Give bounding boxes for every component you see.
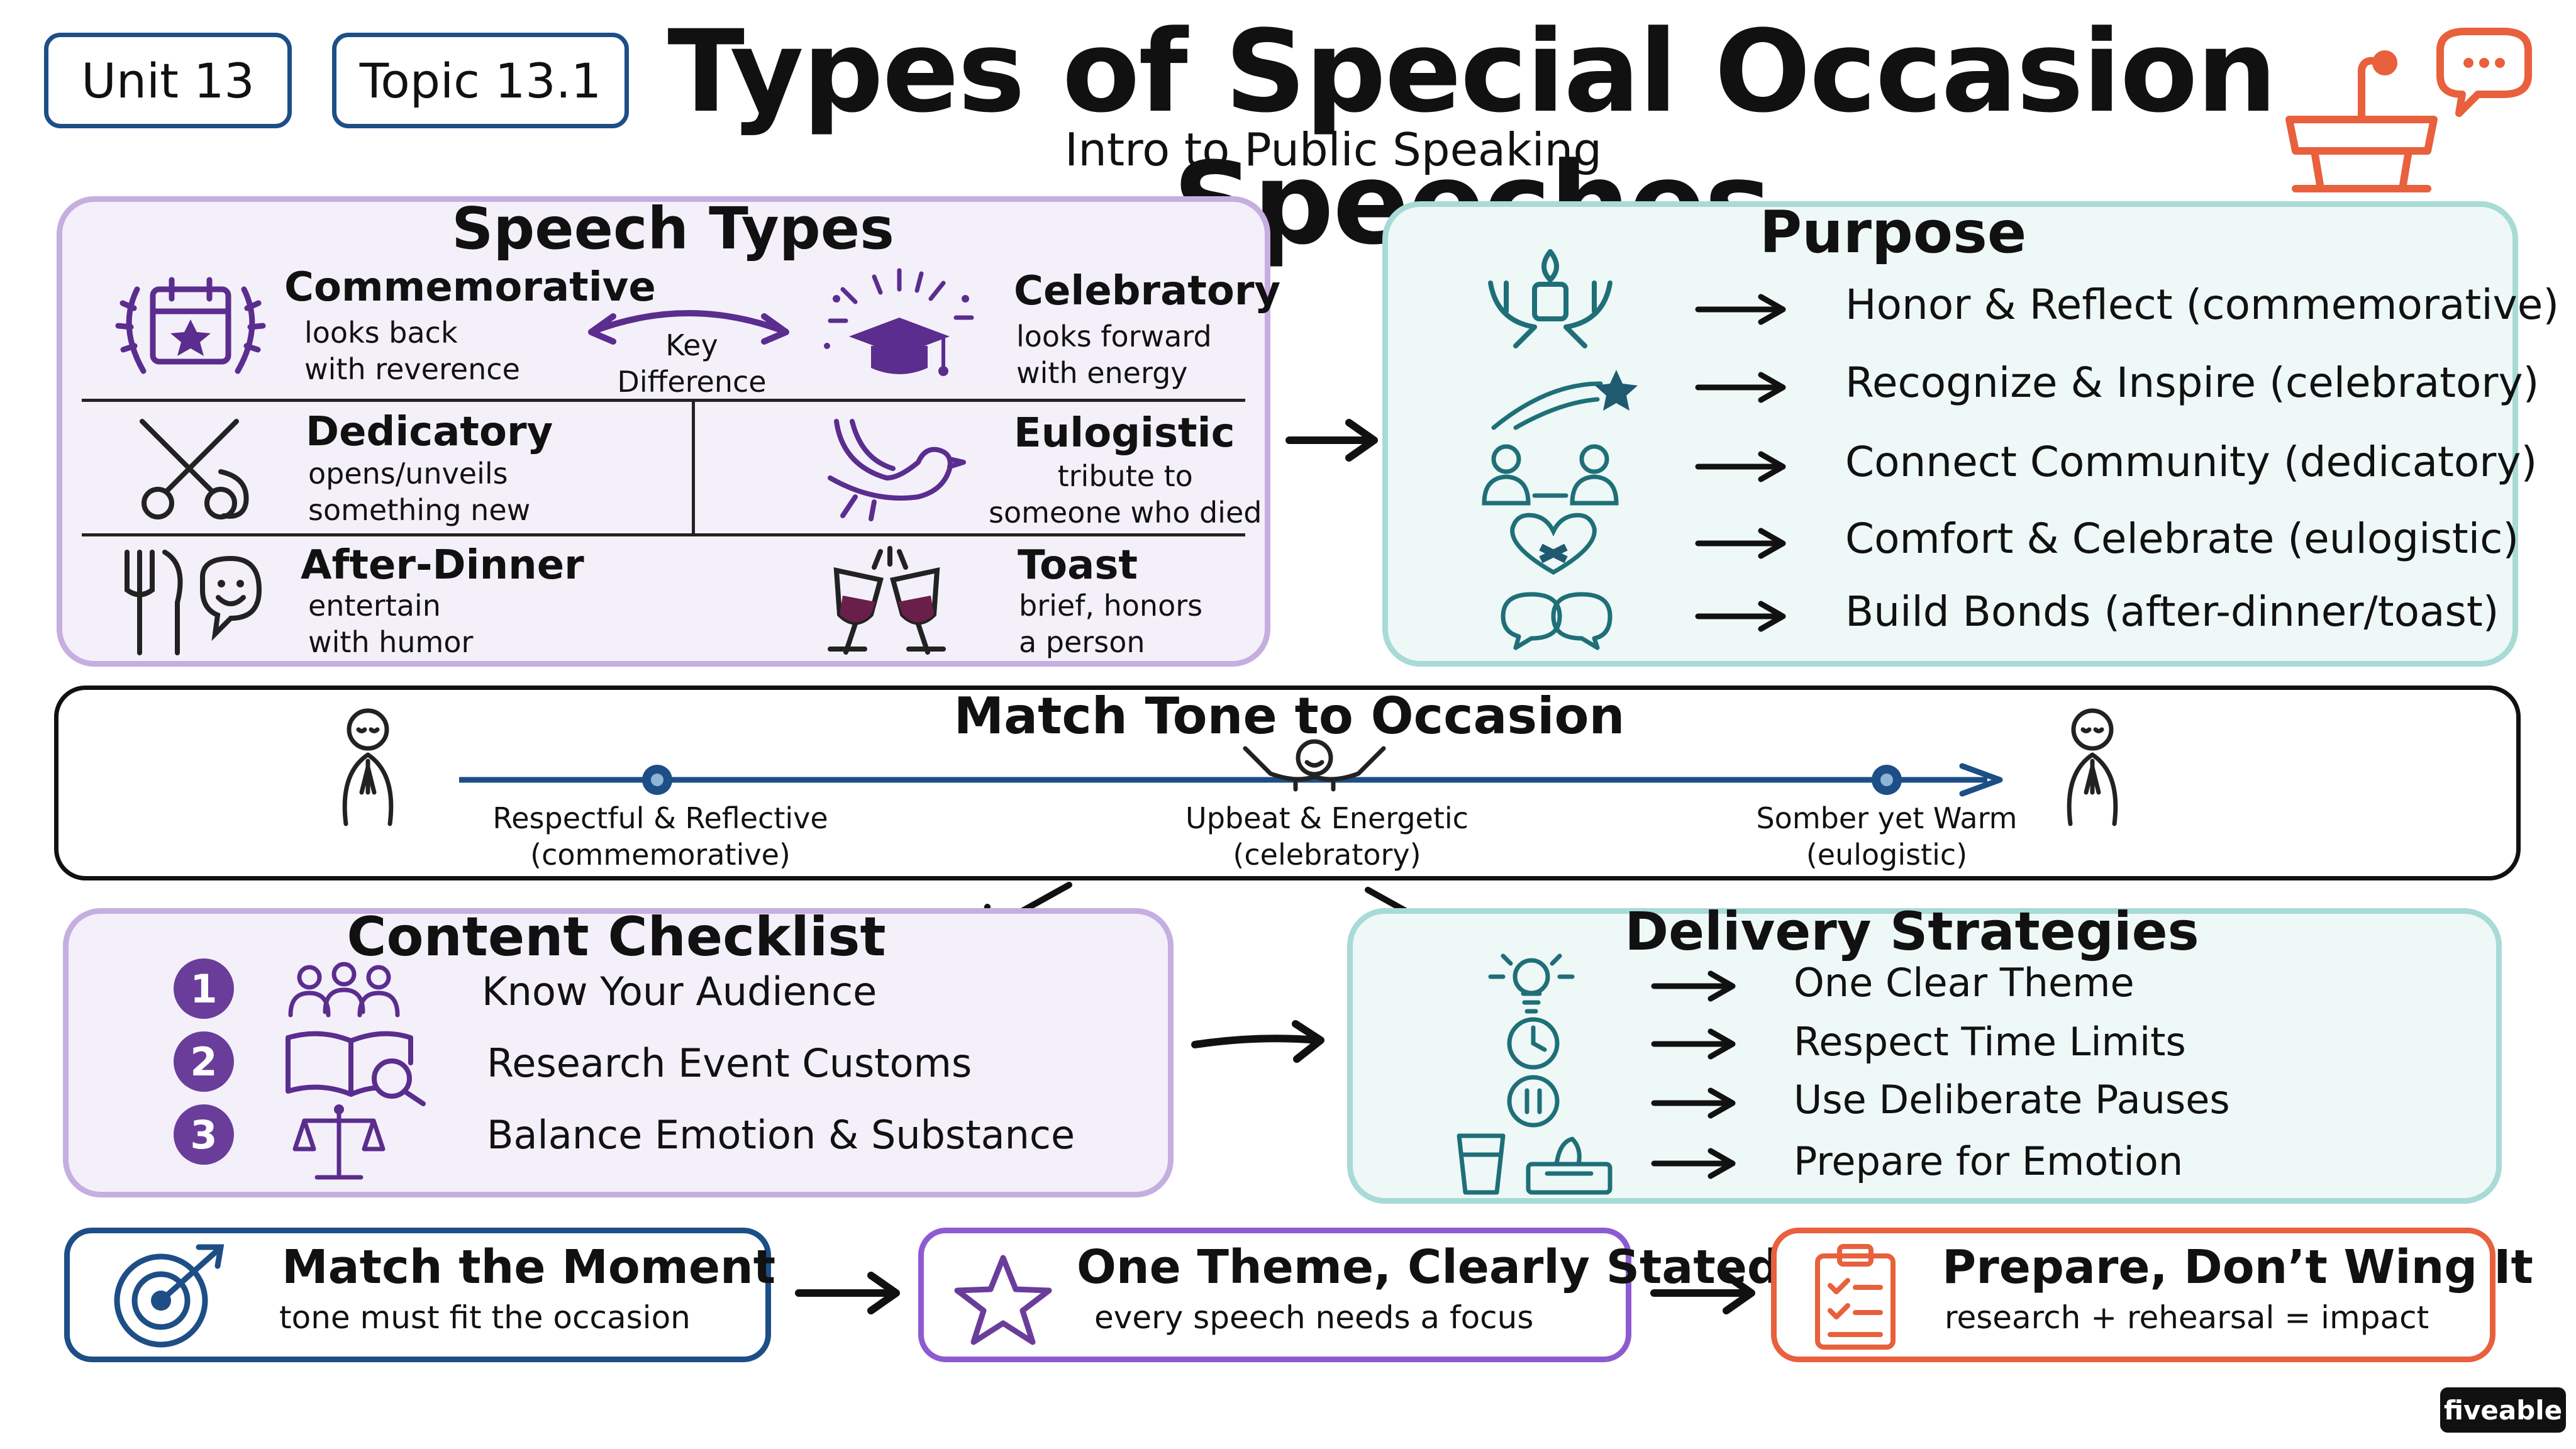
- calendar-laurel-icon: [115, 277, 266, 374]
- arrow-right-icon: [1695, 294, 1786, 325]
- type-desc-commemorative: looks back with reverence: [304, 316, 520, 386]
- checklist-panel: [63, 908, 1174, 1197]
- arrow-right-icon: [1695, 528, 1786, 559]
- arrow-right-icon: [795, 1272, 900, 1314]
- purpose-item: Connect Community (dedicatory): [1845, 438, 2538, 486]
- delivery-item: One Clear Theme: [1794, 960, 2135, 1006]
- unit-label: Unit 13: [81, 52, 255, 109]
- tone-point-label: Respectful & Reflective (commemorative): [492, 801, 828, 872]
- topic-label: Topic 13.1: [359, 52, 602, 109]
- takeaway-title: One Theme, Clearly Stated: [1077, 1240, 1780, 1294]
- speech-types-title: Speech Types: [452, 195, 894, 262]
- tone-point-label: Upbeat & Energetic (celebratory): [1185, 801, 1468, 872]
- checklist-title: Content Checklist: [347, 906, 886, 969]
- heart-bandage-icon: [1510, 513, 1597, 575]
- checklist-item: Balance Emotion & Substance: [487, 1112, 1075, 1158]
- arrow-right-icon: [1695, 601, 1786, 632]
- arrow-right-icon: [1191, 1020, 1324, 1063]
- tone-title: Match Tone to Occasion: [953, 687, 1625, 745]
- type-name-after-dinner: After-Dinner: [301, 542, 584, 589]
- dove-icon: [828, 419, 966, 521]
- grid-divider-v: [692, 401, 695, 535]
- type-desc-after-dinner: entertain with humor: [308, 589, 474, 659]
- praying-person-icon: [2067, 708, 2118, 826]
- fork-smiley-icon: [125, 550, 262, 655]
- water-tissues-icon: [1457, 1133, 1613, 1195]
- community-people-icon: [1482, 444, 1619, 506]
- delivery-item: Prepare for Emotion: [1794, 1138, 2184, 1184]
- takeaway-sub: research + rehearsal = impact: [1945, 1299, 2429, 1336]
- type-desc-eulogistic: tribute to someone who died: [989, 459, 1262, 530]
- takeaway-sub: every speech needs a focus: [1094, 1299, 1534, 1336]
- checklist-item: Know Your Audience: [482, 969, 877, 1014]
- takeaway-card-theme: [918, 1228, 1631, 1362]
- target-icon: [114, 1244, 225, 1348]
- delivery-title: Delivery Strategies: [1624, 901, 2199, 962]
- step-badge: 3: [174, 1104, 234, 1165]
- arrow-right-icon: [1651, 1028, 1736, 1060]
- clock-icon: [1507, 1017, 1560, 1070]
- candle-hands-icon: [1488, 249, 1613, 348]
- type-name-commemorative: Commemorative: [284, 264, 656, 311]
- arrow-right-icon: [1285, 419, 1378, 462]
- wine-glasses-icon: [828, 546, 946, 655]
- takeaway-title: Match the Moment: [282, 1240, 776, 1294]
- takeaway-card-match: [64, 1228, 771, 1362]
- type-desc-celebratory: looks forward with energy: [1016, 319, 1212, 390]
- type-name-dedicatory: Dedicatory: [306, 409, 553, 455]
- purpose-panel: [1382, 201, 2518, 667]
- purpose-item: Comfort & Celebrate (eulogistic): [1845, 514, 2519, 563]
- delivery-item: Respect Time Limits: [1794, 1019, 2186, 1065]
- pause-icon: [1507, 1075, 1560, 1128]
- type-name-celebratory: Celebratory: [1014, 268, 1281, 314]
- tone-point-label: Somber yet Warm (eulogistic): [1756, 801, 2018, 872]
- type-name-toast: Toast: [1018, 542, 1138, 589]
- delivery-panel: [1347, 908, 2502, 1204]
- podium-icon: [2285, 28, 2532, 192]
- star-icon: [954, 1255, 1052, 1345]
- brand-name: fiveable: [2443, 1394, 2563, 1426]
- tone-scale: [459, 739, 2003, 797]
- purpose-item: Build Bonds (after-dinner/toast): [1845, 587, 2499, 636]
- arrow-right-icon: [1695, 451, 1786, 482]
- scissors-ribbon-icon: [140, 419, 249, 519]
- key-difference-label: Key Difference: [617, 328, 767, 399]
- graduation-cap-icon: [824, 268, 974, 376]
- arrow-right-icon: [1651, 1087, 1736, 1119]
- double-arrow-icon: [588, 310, 789, 345]
- purpose-item: Recognize & Inspire (celebratory): [1845, 358, 2540, 407]
- audience-icon: [288, 962, 400, 1018]
- arrow-right-icon: [1695, 372, 1786, 403]
- grid-divider-h2: [82, 533, 1245, 536]
- checklist-item: Research Event Customs: [487, 1040, 972, 1086]
- grid-divider-h1: [82, 399, 1245, 402]
- praying-person-icon: [342, 708, 394, 826]
- delivery-item: Use Deliberate Pauses: [1794, 1077, 2230, 1123]
- type-desc-dedicatory: opens/unveils something new: [308, 457, 531, 527]
- purpose-title: Purpose: [1759, 199, 2027, 266]
- takeaway-title: Prepare, Don’t Wing It: [1942, 1240, 2533, 1294]
- page-title: Types of Special Occasion Speeches: [667, 6, 2277, 270]
- type-name-eulogistic: Eulogistic: [1014, 410, 1235, 457]
- book-magnifier-icon: [286, 1031, 426, 1106]
- step-badge: 1: [174, 958, 234, 1019]
- purpose-item: Honor & Reflect (commemorative): [1845, 280, 2560, 329]
- topic-tag: Topic 13.1: [332, 33, 629, 128]
- shooting-star-icon: [1491, 370, 1638, 430]
- arrow-right-icon: [1651, 1148, 1736, 1179]
- type-desc-toast: brief, honors a person: [1019, 589, 1203, 659]
- clipboard-icon: [1815, 1244, 1896, 1350]
- scales-icon: [292, 1104, 386, 1180]
- brand-logo: fiveable: [2440, 1387, 2566, 1433]
- page-subtitle: Intro to Public Speaking: [1064, 123, 1602, 176]
- takeaway-sub: tone must fit the occasion: [279, 1299, 691, 1336]
- lightbulb-icon: [1488, 953, 1575, 1014]
- arrow-right-icon: [1651, 970, 1736, 1002]
- step-badge: 2: [174, 1031, 234, 1092]
- speech-bubbles-icon: [1501, 592, 1613, 650]
- arrow-right-icon: [1650, 1272, 1755, 1314]
- unit-tag: Unit 13: [44, 33, 292, 128]
